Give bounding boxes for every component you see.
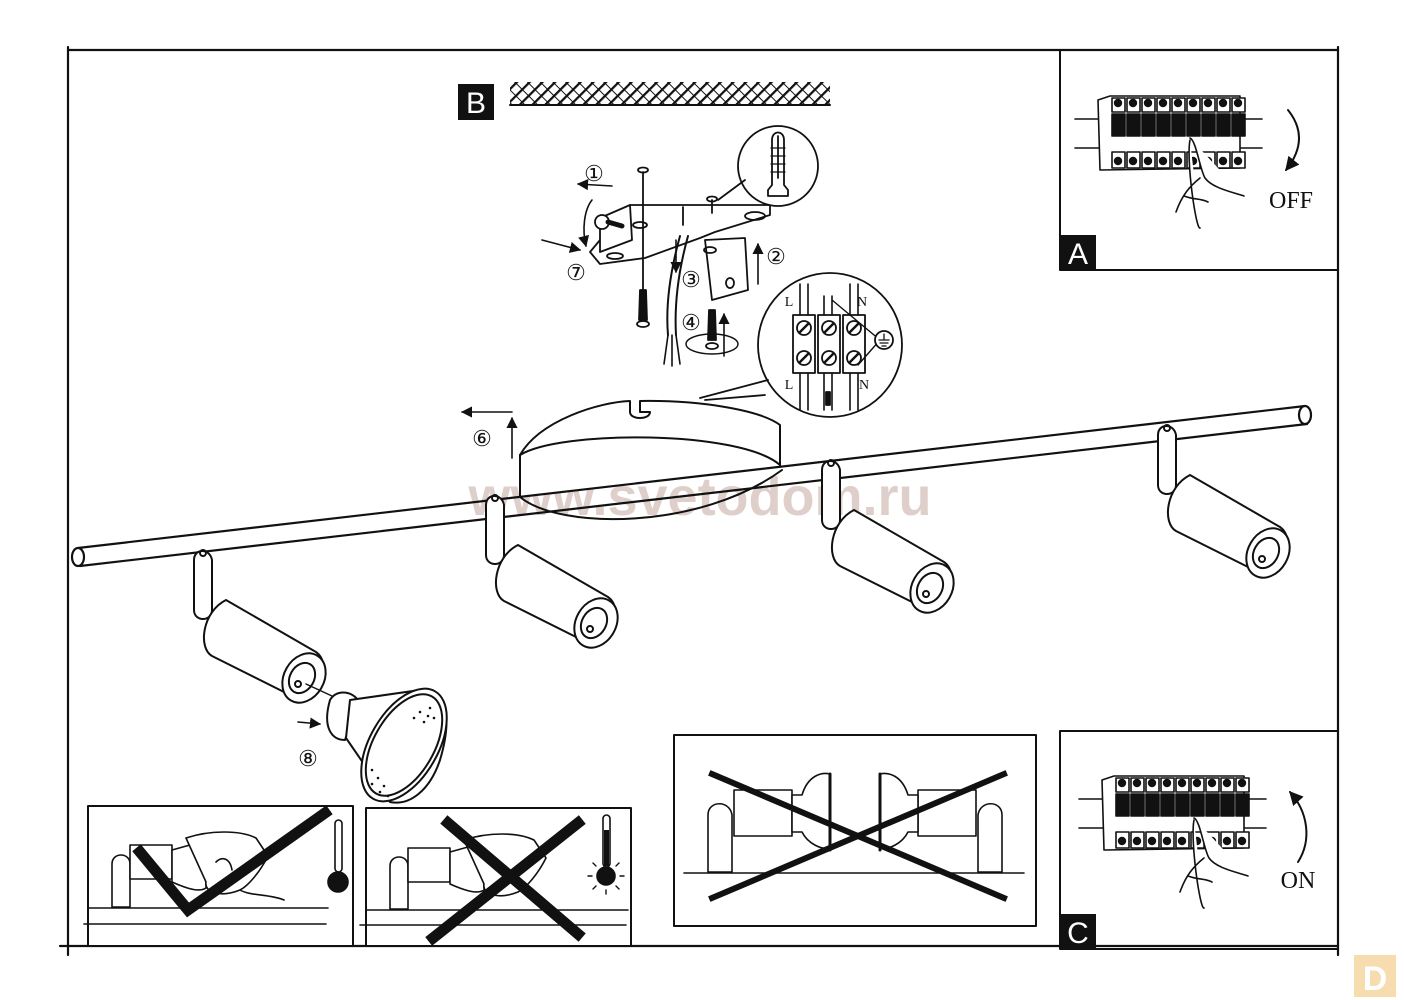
step-4-label: ④ [681,310,701,335]
step-6-label: ⑥ [472,426,492,451]
panel-a: OFF A [1059,49,1339,271]
terminal-label-l-top: L [785,295,794,310]
gu10-bulb-icon [305,683,448,804]
step-arrows [297,179,764,729]
panel-a-label: OFF [1269,188,1313,214]
step-2-label: ② [766,244,786,269]
mounting-bracket [589,166,771,367]
check-mark-icon [132,805,333,918]
panel-c-label: ON [1281,868,1316,894]
spotlight-3 [821,459,955,614]
panel-c-badge-letter: C [1067,917,1089,950]
panel-a-badge [1060,235,1096,270]
panel-b-badge-letter: B [466,87,486,120]
step-7-label: ⑦ [566,260,586,285]
thermometer-hot-icon [587,814,625,895]
panel-c-badge [1060,914,1096,949]
wall-plug-detail-icon [717,125,819,207]
arrow-up-icon [1289,790,1308,863]
panel-a-badge-letter: A [1068,238,1088,271]
terminal-label-l-bottom: L [785,378,794,393]
spotlight-1 [193,549,327,704]
panel-a-frame [1059,49,1339,271]
panel-b-badge [458,84,494,120]
thermometer-cold-icon [327,819,349,893]
step-3-label: ③ [681,267,701,292]
step-8-label: ⑧ [298,746,318,771]
ceiling-canopy [519,399,783,521]
terminal-labels: L N L N [785,295,869,393]
terminal-block-detail [699,272,903,418]
cross-mark-icon [425,815,586,946]
terminal-label-n-bottom: N [859,378,869,393]
terminal-label-n-top: N [857,295,867,310]
warning-hot-bulb-no [359,807,632,947]
cross-mark-icon [708,770,1008,902]
spotlight-2 [485,494,619,649]
brand-logo-letter: D [1363,960,1388,998]
arrow-down-icon [1285,109,1301,172]
spotlight-4 [1157,424,1291,579]
brand-logo: D [1354,955,1396,998]
warning-cold-bulb-ok [83,805,354,947]
circuit-breaker-off-icon [1074,95,1263,229]
panel-c-frame [1059,730,1339,950]
panel-c: ON C [1059,730,1339,950]
spotlight-rail [70,404,1313,568]
step-1-label: ① [584,161,604,186]
ceiling-hatch-icon [509,82,831,106]
circuit-breaker-on-icon [1078,775,1267,909]
warning-facing-lamps-no [673,734,1037,927]
